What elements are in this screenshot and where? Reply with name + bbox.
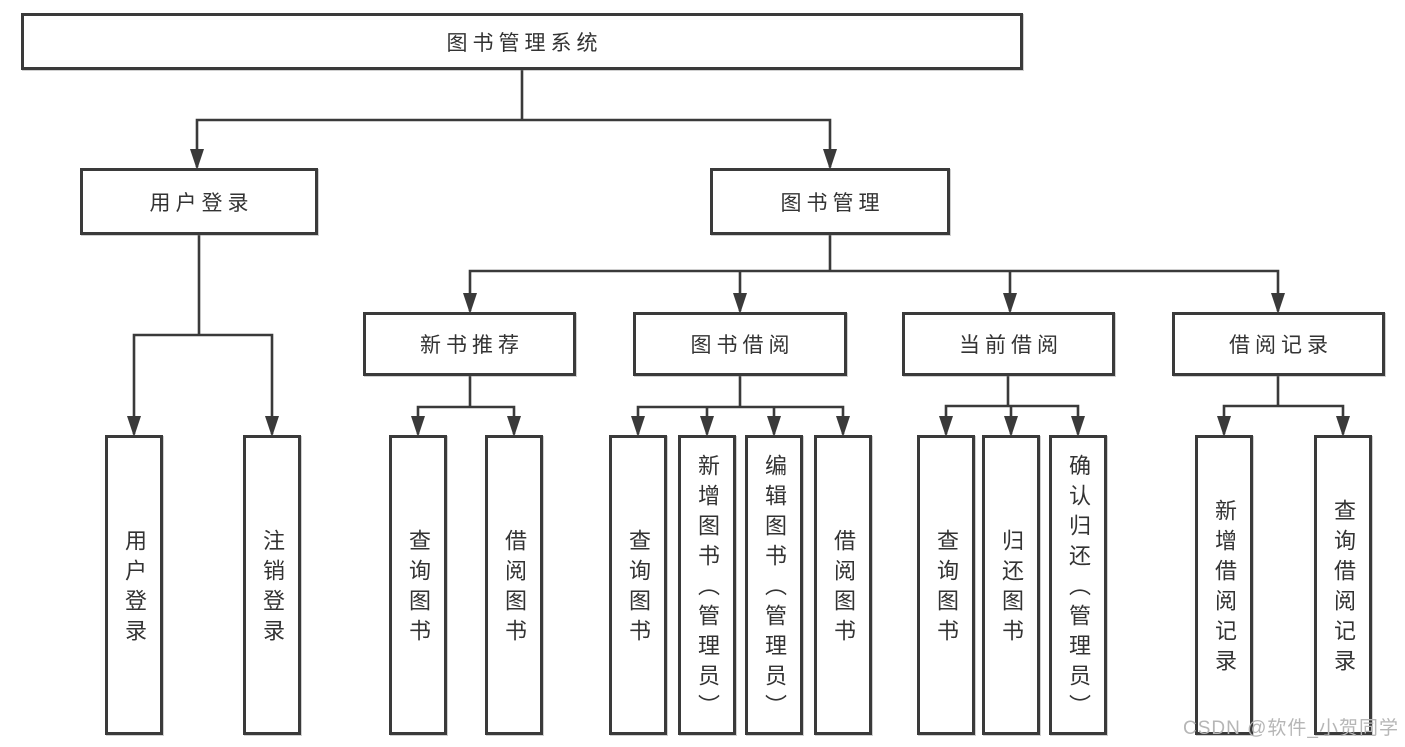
node-current-borrow: 当前借阅: [902, 312, 1115, 376]
leaf-logout: 注销登录: [243, 435, 301, 735]
node-current-borrow-label: 当前借阅: [959, 334, 1063, 357]
connector-userlogin-to-leaves: [132, 233, 274, 435]
leaf-user-login: 用户登录: [105, 435, 163, 735]
leaf-bb-edit-books-admin: 编辑图书（管理员）: [745, 435, 803, 735]
node-book-management-label: 图书管理: [780, 191, 885, 215]
leaf-bb-borrow-books: 借阅图书: [814, 435, 872, 735]
node-book-borrow: 图书借阅: [633, 312, 847, 376]
leaf-user-login-label: 用户登录: [122, 529, 147, 649]
arrowheads: [127, 149, 1350, 437]
connector-borrowrecords-to-leaves: [1222, 374, 1345, 435]
leaf-br-add-record-label: 新增借阅记录: [1212, 499, 1237, 679]
node-user-login: 用户登录: [80, 168, 318, 235]
leaf-bb-borrow-books-label: 借阅图书: [831, 529, 856, 649]
leaf-rec-borrow-books: 借阅图书: [485, 435, 543, 735]
leaf-bb-query-books-label: 查询图书: [626, 529, 651, 649]
node-borrow-records-label: 借阅记录: [1229, 334, 1333, 357]
leaf-bb-query-books: 查询图书: [609, 435, 667, 735]
leaf-cb-confirm-return-admin-label: 确认归还（管理员）: [1066, 454, 1091, 724]
connector-bookmgmt-to-level3: [468, 233, 1280, 312]
leaf-rec-query-books-label: 查询图书: [406, 529, 431, 649]
leaf-rec-query-books: 查询图书: [389, 435, 447, 735]
leaf-br-query-record-label: 查询借阅记录: [1331, 499, 1356, 679]
leaf-cb-query-books: 查询图书: [917, 435, 975, 735]
leaf-bb-add-books-admin-label: 新增图书（管理员）: [695, 454, 720, 724]
node-borrow-records: 借阅记录: [1172, 312, 1385, 376]
node-book-borrow-label: 图书借阅: [690, 334, 795, 357]
connector-newbookrec-to-leaves: [416, 374, 516, 435]
leaf-logout-label: 注销登录: [260, 529, 285, 649]
leaf-br-query-record: 查询借阅记录: [1314, 435, 1372, 735]
leaf-cb-return-books: 归还图书: [982, 435, 1040, 735]
leaf-cb-confirm-return-admin: 确认归还（管理员）: [1049, 435, 1107, 735]
leaf-bb-add-books-admin: 新增图书（管理员）: [678, 435, 736, 735]
leaf-br-add-record: 新增借阅记录: [1195, 435, 1253, 735]
leaf-cb-return-books-label: 归还图书: [999, 529, 1024, 649]
watermark: CSDN @软件_小贺同学: [1183, 718, 1399, 739]
leaf-bb-edit-books-admin-label: 编辑图书（管理员）: [762, 454, 787, 724]
node-new-book-recommend-label: 新书推荐: [420, 334, 524, 357]
node-new-book-recommend: 新书推荐: [363, 312, 576, 376]
leaf-cb-query-books-label: 查询图书: [934, 529, 959, 649]
node-library-system-label: 图书管理系统: [446, 31, 603, 55]
node-user-login-label: 用户登录: [149, 191, 254, 215]
node-book-management: 图书管理: [710, 168, 950, 235]
node-library-system: 图书管理系统: [21, 13, 1023, 70]
connector-bookborrow-to-leaves: [636, 374, 845, 435]
connector-root-to-level2: [195, 68, 832, 168]
leaf-rec-borrow-books-label: 借阅图书: [502, 529, 527, 649]
